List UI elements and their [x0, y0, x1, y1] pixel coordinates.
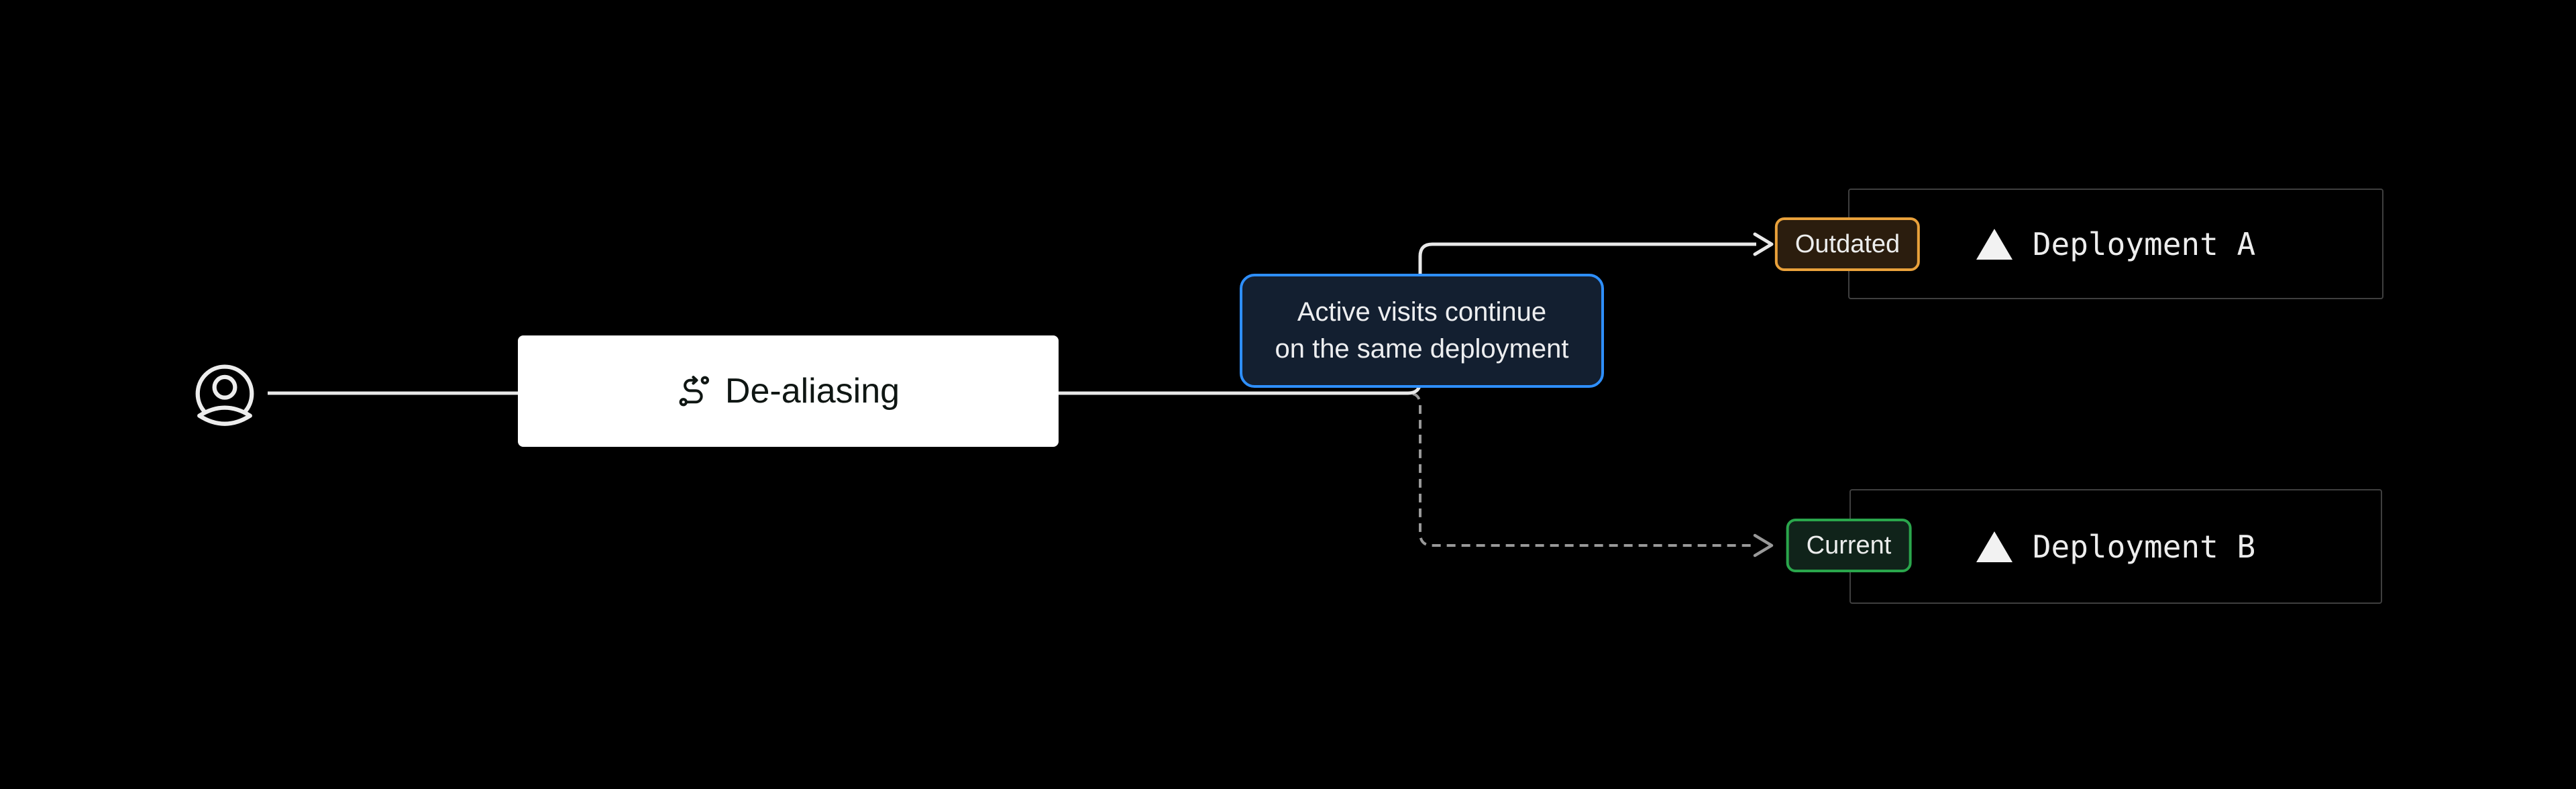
deployment-b-box: Deployment B [1849, 489, 2382, 604]
tooltip-text-line2: on the same deployment [1275, 334, 1569, 364]
status-badge-current: Current [1786, 519, 1912, 572]
tooltip-active-visits: Active visits continue on the same deplo… [1240, 274, 1604, 388]
vercel-triangle-icon [1976, 531, 2012, 562]
process-node-de-aliasing: De-aliasing [518, 335, 1059, 447]
tooltip-text-line1: Active visits continue [1297, 297, 1547, 327]
route-icon [679, 376, 709, 407]
dashed-connector-to-deployment-b [1059, 392, 1756, 547]
user-circle-icon [195, 364, 254, 426]
deployment-a-box: Deployment A [1848, 189, 2383, 299]
deployment-a-label: Deployment A [2032, 225, 2256, 262]
vercel-triangle-icon [1976, 228, 2012, 260]
solid-arrowhead-icon [1753, 232, 1774, 256]
process-node-label: De-aliasing [724, 372, 900, 411]
status-badge-outdated: Outdated [1774, 217, 1921, 271]
dashed-arrowhead-icon [1753, 533, 1774, 558]
deployment-b-label: Deployment B [2032, 528, 2256, 565]
